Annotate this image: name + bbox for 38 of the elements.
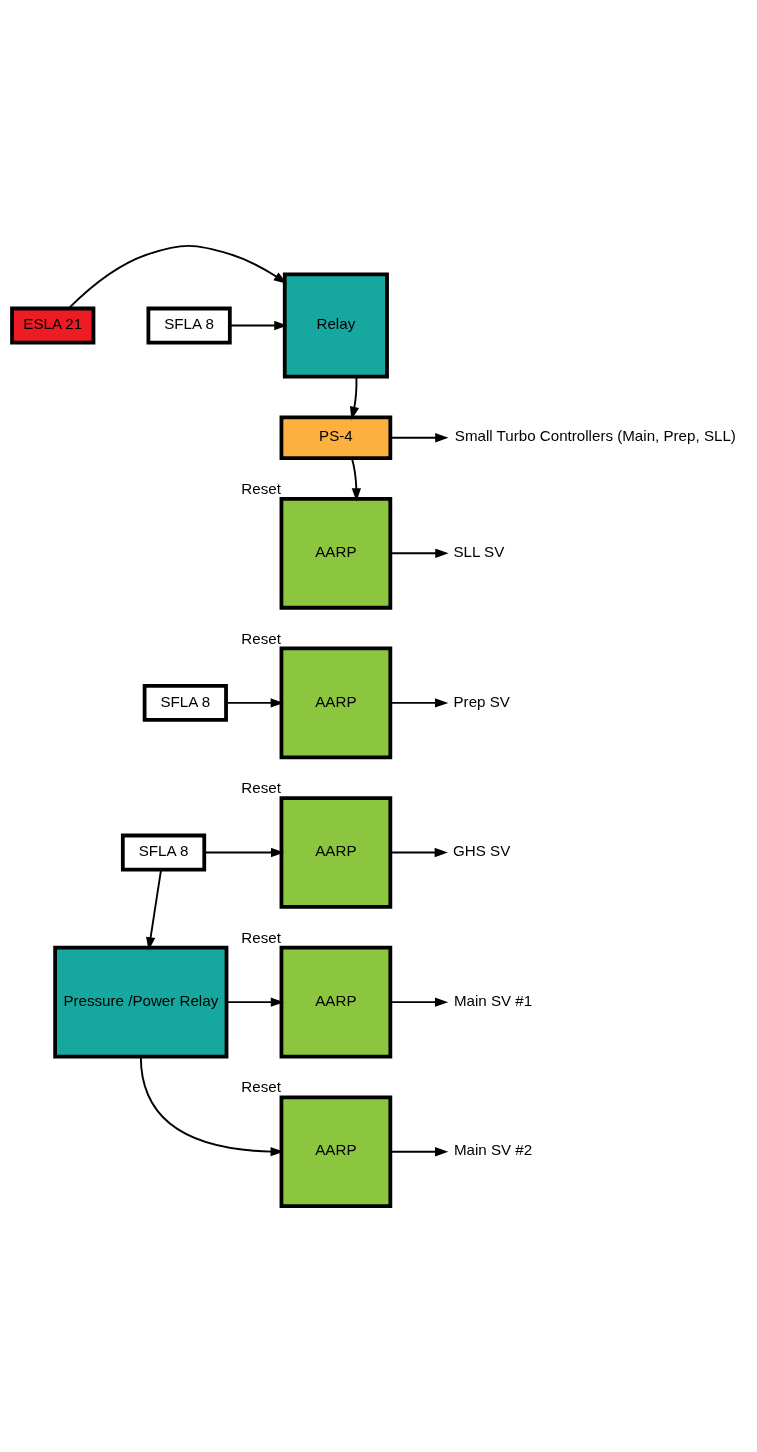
node-label: Reset bbox=[241, 779, 281, 797]
arrow bbox=[389, 548, 449, 558]
node-box: Relay bbox=[282, 272, 389, 379]
node-box: AARP bbox=[279, 496, 393, 610]
node-label: Reset bbox=[241, 629, 281, 647]
arrow bbox=[349, 375, 359, 420]
node-box: SFLA 8 bbox=[120, 833, 207, 872]
arrow bbox=[389, 698, 449, 708]
node-box: SFLA 8 bbox=[142, 683, 228, 722]
node-box: ESLA 21 bbox=[10, 306, 96, 345]
node-box: AARP bbox=[279, 796, 393, 909]
node-text: Main SV #2 bbox=[453, 1141, 533, 1159]
arrow bbox=[146, 868, 162, 951]
node-text: GHS SV bbox=[453, 842, 511, 860]
node-text: SLL SV bbox=[453, 542, 505, 560]
node-label: Reset bbox=[241, 479, 281, 497]
arrow bbox=[225, 698, 284, 708]
node-text: Prep SV bbox=[453, 692, 510, 710]
node-box: AARP bbox=[279, 945, 393, 1059]
node-label: Reset bbox=[241, 1078, 281, 1096]
arrow bbox=[389, 997, 449, 1007]
node-text: Small Turbo Controllers (Main, Prep, SLL) bbox=[454, 427, 736, 445]
arrow bbox=[67, 244, 287, 310]
node-box: SFLA 8 bbox=[146, 306, 232, 345]
node-text: Main SV #1 bbox=[453, 991, 533, 1009]
node-box: AARP bbox=[279, 646, 393, 760]
node-box: Pressure /Power Relay bbox=[53, 945, 229, 1059]
arrow bbox=[389, 1147, 449, 1157]
arrow bbox=[350, 457, 361, 502]
arrow bbox=[203, 847, 285, 858]
arrow bbox=[389, 433, 449, 443]
arrow bbox=[225, 997, 285, 1007]
arrow bbox=[229, 320, 288, 331]
arrow bbox=[139, 1055, 284, 1157]
node-box: AARP bbox=[279, 1095, 393, 1209]
node-box: PS-4 bbox=[279, 415, 393, 460]
node-label: Reset bbox=[241, 928, 281, 946]
arrow bbox=[389, 847, 448, 858]
